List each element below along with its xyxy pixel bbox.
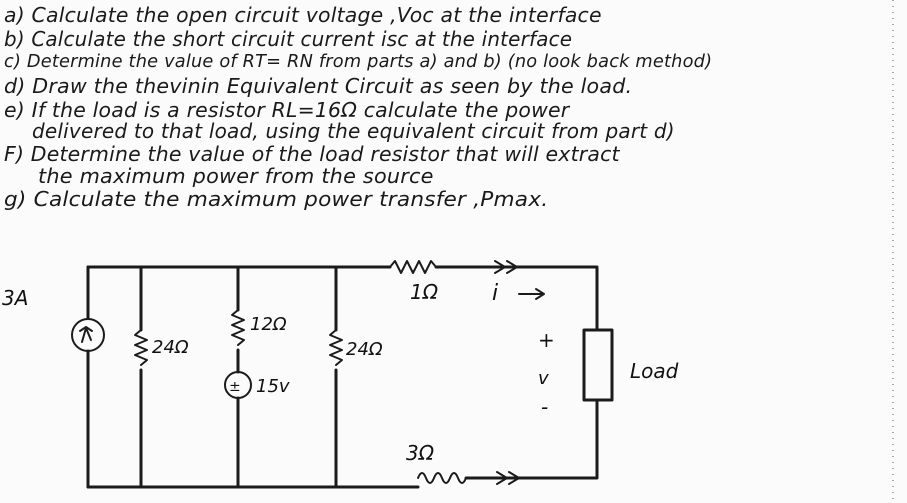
problem-text: a) Calculate the open circuit voltage ,V…: [4, 0, 904, 232]
voltage-source-polarity-icon: ±: [229, 379, 241, 395]
question-a: a) Calculate the open circuit voltage ,V…: [4, 3, 602, 27]
resistor-12ohm: [231, 309, 245, 346]
voltage-label: v: [538, 368, 549, 389]
question-d: d) Draw the thevinin Equivalent Circuit …: [4, 74, 633, 98]
current-source-arrow-icon: [79, 326, 93, 343]
resistor-3ohm-label: 3Ω: [406, 441, 435, 465]
minus-sign: -: [541, 395, 548, 419]
load-box: [582, 328, 614, 402]
bottom-right-wire: [500, 398, 599, 480]
question-e-line2: delivered to that load, using the equiva…: [32, 119, 675, 143]
question-f-line2: the maximum power from the source: [38, 164, 434, 188]
current-arrow-icon: [518, 288, 545, 300]
question-f-line1: F) Determine the value of the load resis…: [4, 142, 620, 166]
plus-sign: +: [538, 328, 555, 352]
resistor-1ohm-label: 1Ω: [410, 280, 439, 304]
question-b: b) Calculate the short circuit current i…: [4, 27, 573, 51]
top-right-wire: [434, 265, 599, 332]
resistor-3ohm: [417, 472, 467, 484]
question-c: c) Determine the value of RT= RN from pa…: [4, 51, 713, 72]
question-g: g) Calculate the maximum power transfer …: [4, 187, 549, 211]
question-e-line1: e) If the load is a resistor RL=16Ω calc…: [4, 98, 570, 122]
load-label: Load: [630, 359, 679, 383]
voltage-source-label: 15v: [256, 376, 290, 397]
resistor-24ohm-left-label: 24Ω: [152, 337, 189, 358]
resistor-1ohm: [389, 260, 437, 274]
resistor-24ohm-right-label: 24Ω: [346, 339, 383, 360]
resistor-24ohm-left: [134, 329, 148, 366]
resistor-12ohm-label: 12Ω: [250, 314, 287, 335]
resistor-24ohm-right: [329, 329, 343, 366]
top-wire-arrow: [479, 260, 518, 274]
current-label: i: [492, 281, 498, 306]
current-source-label: 3A: [2, 286, 28, 310]
